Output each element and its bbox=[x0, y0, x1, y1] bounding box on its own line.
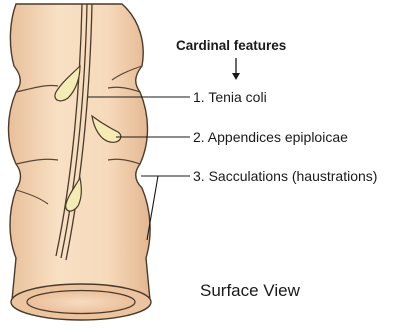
colon-tube bbox=[9, 4, 151, 300]
cardinal-features-heading: Cardinal features bbox=[176, 38, 286, 53]
label-tenia-coli: 1. Tenia coli bbox=[193, 89, 267, 105]
surface-view-caption: Surface View bbox=[200, 281, 300, 301]
colon-lumen bbox=[27, 291, 135, 314]
heading-arrowhead bbox=[232, 73, 240, 80]
label-sacculations: 3. Sacculations (haustrations) bbox=[193, 168, 377, 184]
label-appendices-epiploicae: 2. Appendices epiploicae bbox=[193, 129, 348, 145]
